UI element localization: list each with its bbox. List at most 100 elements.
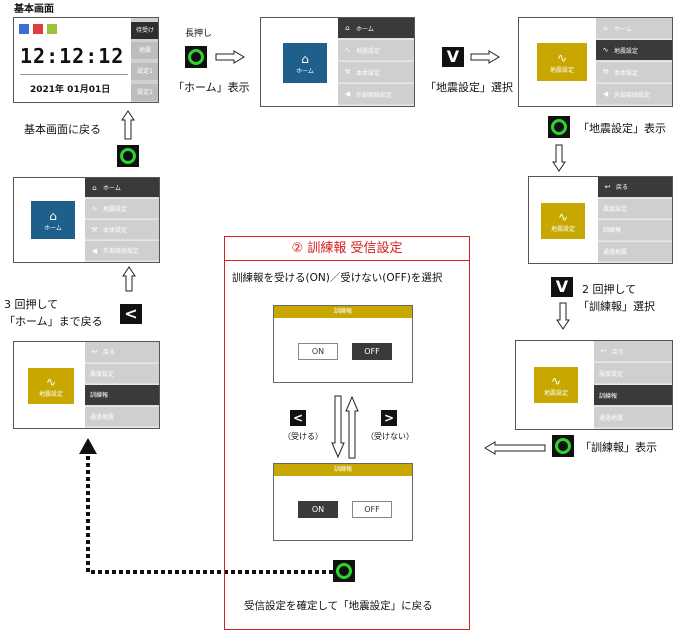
- quake-wave-icon: ∿: [602, 46, 609, 55]
- ok-button[interactable]: [117, 145, 139, 167]
- home-tile: ⌂ホーム: [283, 43, 327, 83]
- quake-wave-icon: ∿: [91, 204, 98, 213]
- wrench-icon: ⚒: [602, 68, 609, 77]
- dialog-title: 訓練報: [274, 464, 412, 476]
- quake-wave-icon: ∿: [344, 46, 351, 55]
- menu-item-training[interactable]: 訓練報: [594, 385, 672, 407]
- home-icon: ⌂: [49, 208, 57, 223]
- down-arrow: [556, 302, 570, 330]
- menu-item-quake-settings[interactable]: ∿地震設定: [338, 40, 414, 62]
- back-to-home-label: 「ホーム」まで戻る: [4, 315, 103, 328]
- down-arrow: [552, 144, 566, 172]
- quake-wave-icon: ∿: [45, 374, 57, 389]
- speaker-icon: ◀: [602, 90, 609, 99]
- left-key[interactable]: <: [290, 410, 306, 426]
- training-selected-screen-left: ∿地震設定 ↩戻る 震度設定 訓練報 通過地震: [13, 341, 160, 429]
- quake-tile: ∿地震設定: [537, 43, 587, 81]
- home-tile: ⌂ホーム: [31, 201, 75, 239]
- down-key[interactable]: V: [551, 277, 573, 297]
- back-icon: ↩: [600, 347, 607, 356]
- menu-item-quake-settings[interactable]: ∿地震設定: [85, 199, 159, 220]
- on-option[interactable]: ON: [298, 343, 338, 360]
- status-blue-icon: [19, 24, 29, 34]
- home-icon: ⌂: [301, 51, 309, 66]
- ok-button[interactable]: [552, 435, 574, 457]
- wrench-icon: ⚒: [344, 68, 351, 77]
- dialog-title: 訓練報: [274, 306, 412, 318]
- on-option[interactable]: ON: [298, 501, 338, 518]
- select-quake-label: 「地震設定」選択: [425, 81, 513, 94]
- select-training-label: 「訓練報」選択: [578, 300, 655, 313]
- home-menu-screen-left: ⌂ホーム ⌂ホーム ∿地震設定 ⚒本体設定 ◀外部接続設定: [13, 177, 160, 263]
- menu-item-back[interactable]: ↩戻る: [85, 342, 159, 363]
- press-three-label: 3 回押して: [4, 298, 59, 311]
- clock-time: 12:12:12: [20, 44, 125, 68]
- quake-wave-icon: ∿: [557, 209, 569, 224]
- menu-item-home[interactable]: ⌂ホーム: [85, 178, 159, 199]
- instruction-text: 訓練報を受ける(ON)／受けない(OFF)を選択: [232, 272, 443, 284]
- clock-date: 2021年 01月01日: [30, 85, 111, 95]
- back-to-base-label: 基本画面に戻る: [24, 123, 101, 136]
- off-option[interactable]: OFF: [352, 501, 392, 518]
- menu-item-external-settings[interactable]: ◀外部接続設定: [596, 84, 672, 106]
- menu-item-home[interactable]: ⌂ホーム: [338, 18, 414, 40]
- home-icon: ⌂: [92, 183, 97, 192]
- menu-item-device-settings[interactable]: ⚒本体設定: [338, 62, 414, 84]
- left-arrow: [484, 441, 546, 455]
- quake-wave-icon: ∿: [556, 50, 568, 65]
- home-icon: ⌂: [603, 24, 608, 33]
- back-icon: ↩: [604, 182, 611, 191]
- up-arrow: [122, 266, 136, 292]
- menu-item-back[interactable]: ↩戻る: [598, 177, 672, 198]
- menu-item-external-settings[interactable]: ◀外部接続設定: [85, 241, 159, 262]
- menu-item-device-settings[interactable]: ⚒本体設定: [85, 220, 159, 241]
- left-key[interactable]: <: [120, 304, 142, 324]
- menu-item-home[interactable]: ⌂ホーム: [596, 18, 672, 40]
- home-tile-label: ホーム: [296, 67, 314, 75]
- side-button-setting2[interactable]: 設定2: [131, 84, 158, 101]
- menu-item-intensity[interactable]: 震度設定: [598, 198, 672, 220]
- up-arrow: [121, 110, 135, 140]
- menu-item-intensity[interactable]: 震度設定: [594, 363, 672, 385]
- menu-item-training[interactable]: 訓練報: [598, 220, 672, 241]
- ok-button[interactable]: [185, 46, 207, 68]
- ok-button[interactable]: [548, 116, 570, 138]
- menu-item-intensity[interactable]: 震度設定: [85, 363, 159, 385]
- quake-display-label: 「地震設定」表示: [578, 122, 666, 135]
- menu-item-passing-quake[interactable]: 通過地震: [598, 241, 672, 263]
- receive-label: （受ける）: [283, 432, 323, 441]
- menu-item-external-settings[interactable]: ◀外部接続設定: [338, 84, 414, 106]
- status-red-icon: [33, 24, 43, 34]
- toggle-arrows: [331, 395, 359, 459]
- long-press-label: 長押し: [185, 29, 213, 39]
- off-option[interactable]: OFF: [352, 343, 392, 360]
- menu-item-quake-settings[interactable]: ∿地震設定: [596, 40, 672, 62]
- side-button-standby[interactable]: 待受け: [131, 22, 158, 39]
- menu-item-training[interactable]: 訓練報: [85, 385, 159, 406]
- return-path-arrow: [79, 438, 333, 574]
- menu-item-passing-quake[interactable]: 通過地震: [594, 407, 672, 429]
- training-selected-screen: ∿地震設定 ↩戻る 震度設定 訓練報 通過地震: [515, 340, 673, 430]
- speaker-icon: ◀: [91, 246, 98, 255]
- menu-item-device-settings[interactable]: ⚒本体設定: [596, 62, 672, 84]
- down-key[interactable]: V: [442, 47, 464, 67]
- home-menu-screen: ⌂ホーム ⌂ホーム ∿地震設定 ⚒本体設定 ◀外部接続設定: [260, 17, 415, 107]
- home-display-label: 「ホーム」表示: [173, 81, 250, 94]
- menu-item-passing-quake[interactable]: 通過地震: [85, 406, 159, 428]
- menu-item-back[interactable]: ↩戻る: [594, 341, 672, 363]
- status-green-icon: [47, 24, 57, 34]
- ok-button[interactable]: [333, 560, 355, 582]
- right-key[interactable]: >: [381, 410, 397, 426]
- side-button-quake[interactable]: 地震: [131, 42, 158, 59]
- confirm-text: 受信設定を確定して「地震設定」に戻る: [244, 600, 433, 612]
- not-receive-label: （受けない）: [366, 432, 414, 441]
- panel-title: ② 訓練報 受信設定: [225, 237, 469, 261]
- quake-wave-icon: ∿: [550, 373, 562, 388]
- training-dialog-on: 訓練報 ON OFF: [273, 305, 413, 383]
- training-setting-panel: ② 訓練報 受信設定: [224, 236, 470, 630]
- side-button-setting1[interactable]: 設定1: [131, 63, 158, 80]
- training-dialog-off: 訓練報 ON OFF: [273, 463, 413, 541]
- quake-tile: ∿地震設定: [534, 367, 578, 403]
- speaker-icon: ◀: [344, 90, 351, 99]
- training-display-label: 「訓練報」表示: [580, 441, 657, 454]
